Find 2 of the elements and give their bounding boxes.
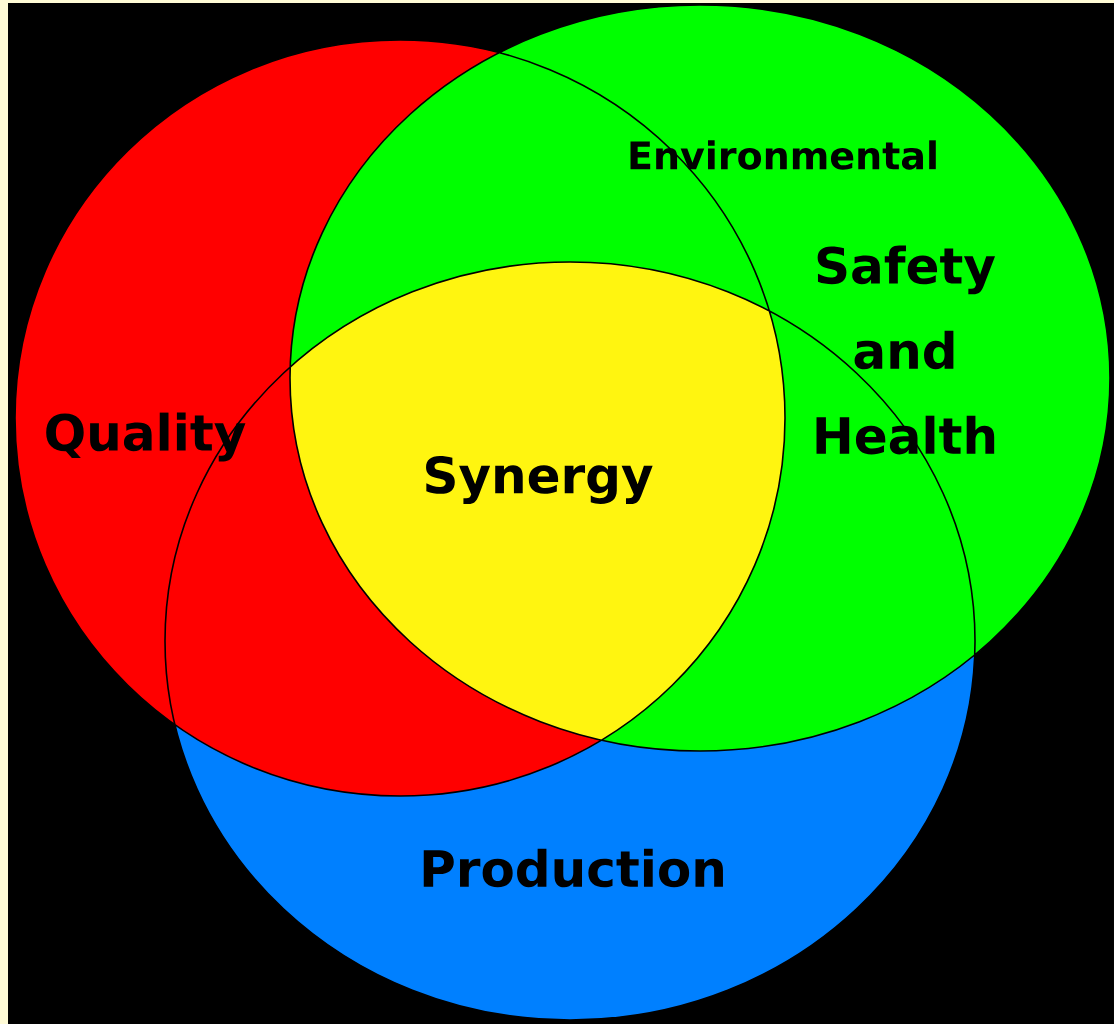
region-label: Production	[423, 848, 723, 888]
region-label: Synergy	[426, 456, 653, 504]
